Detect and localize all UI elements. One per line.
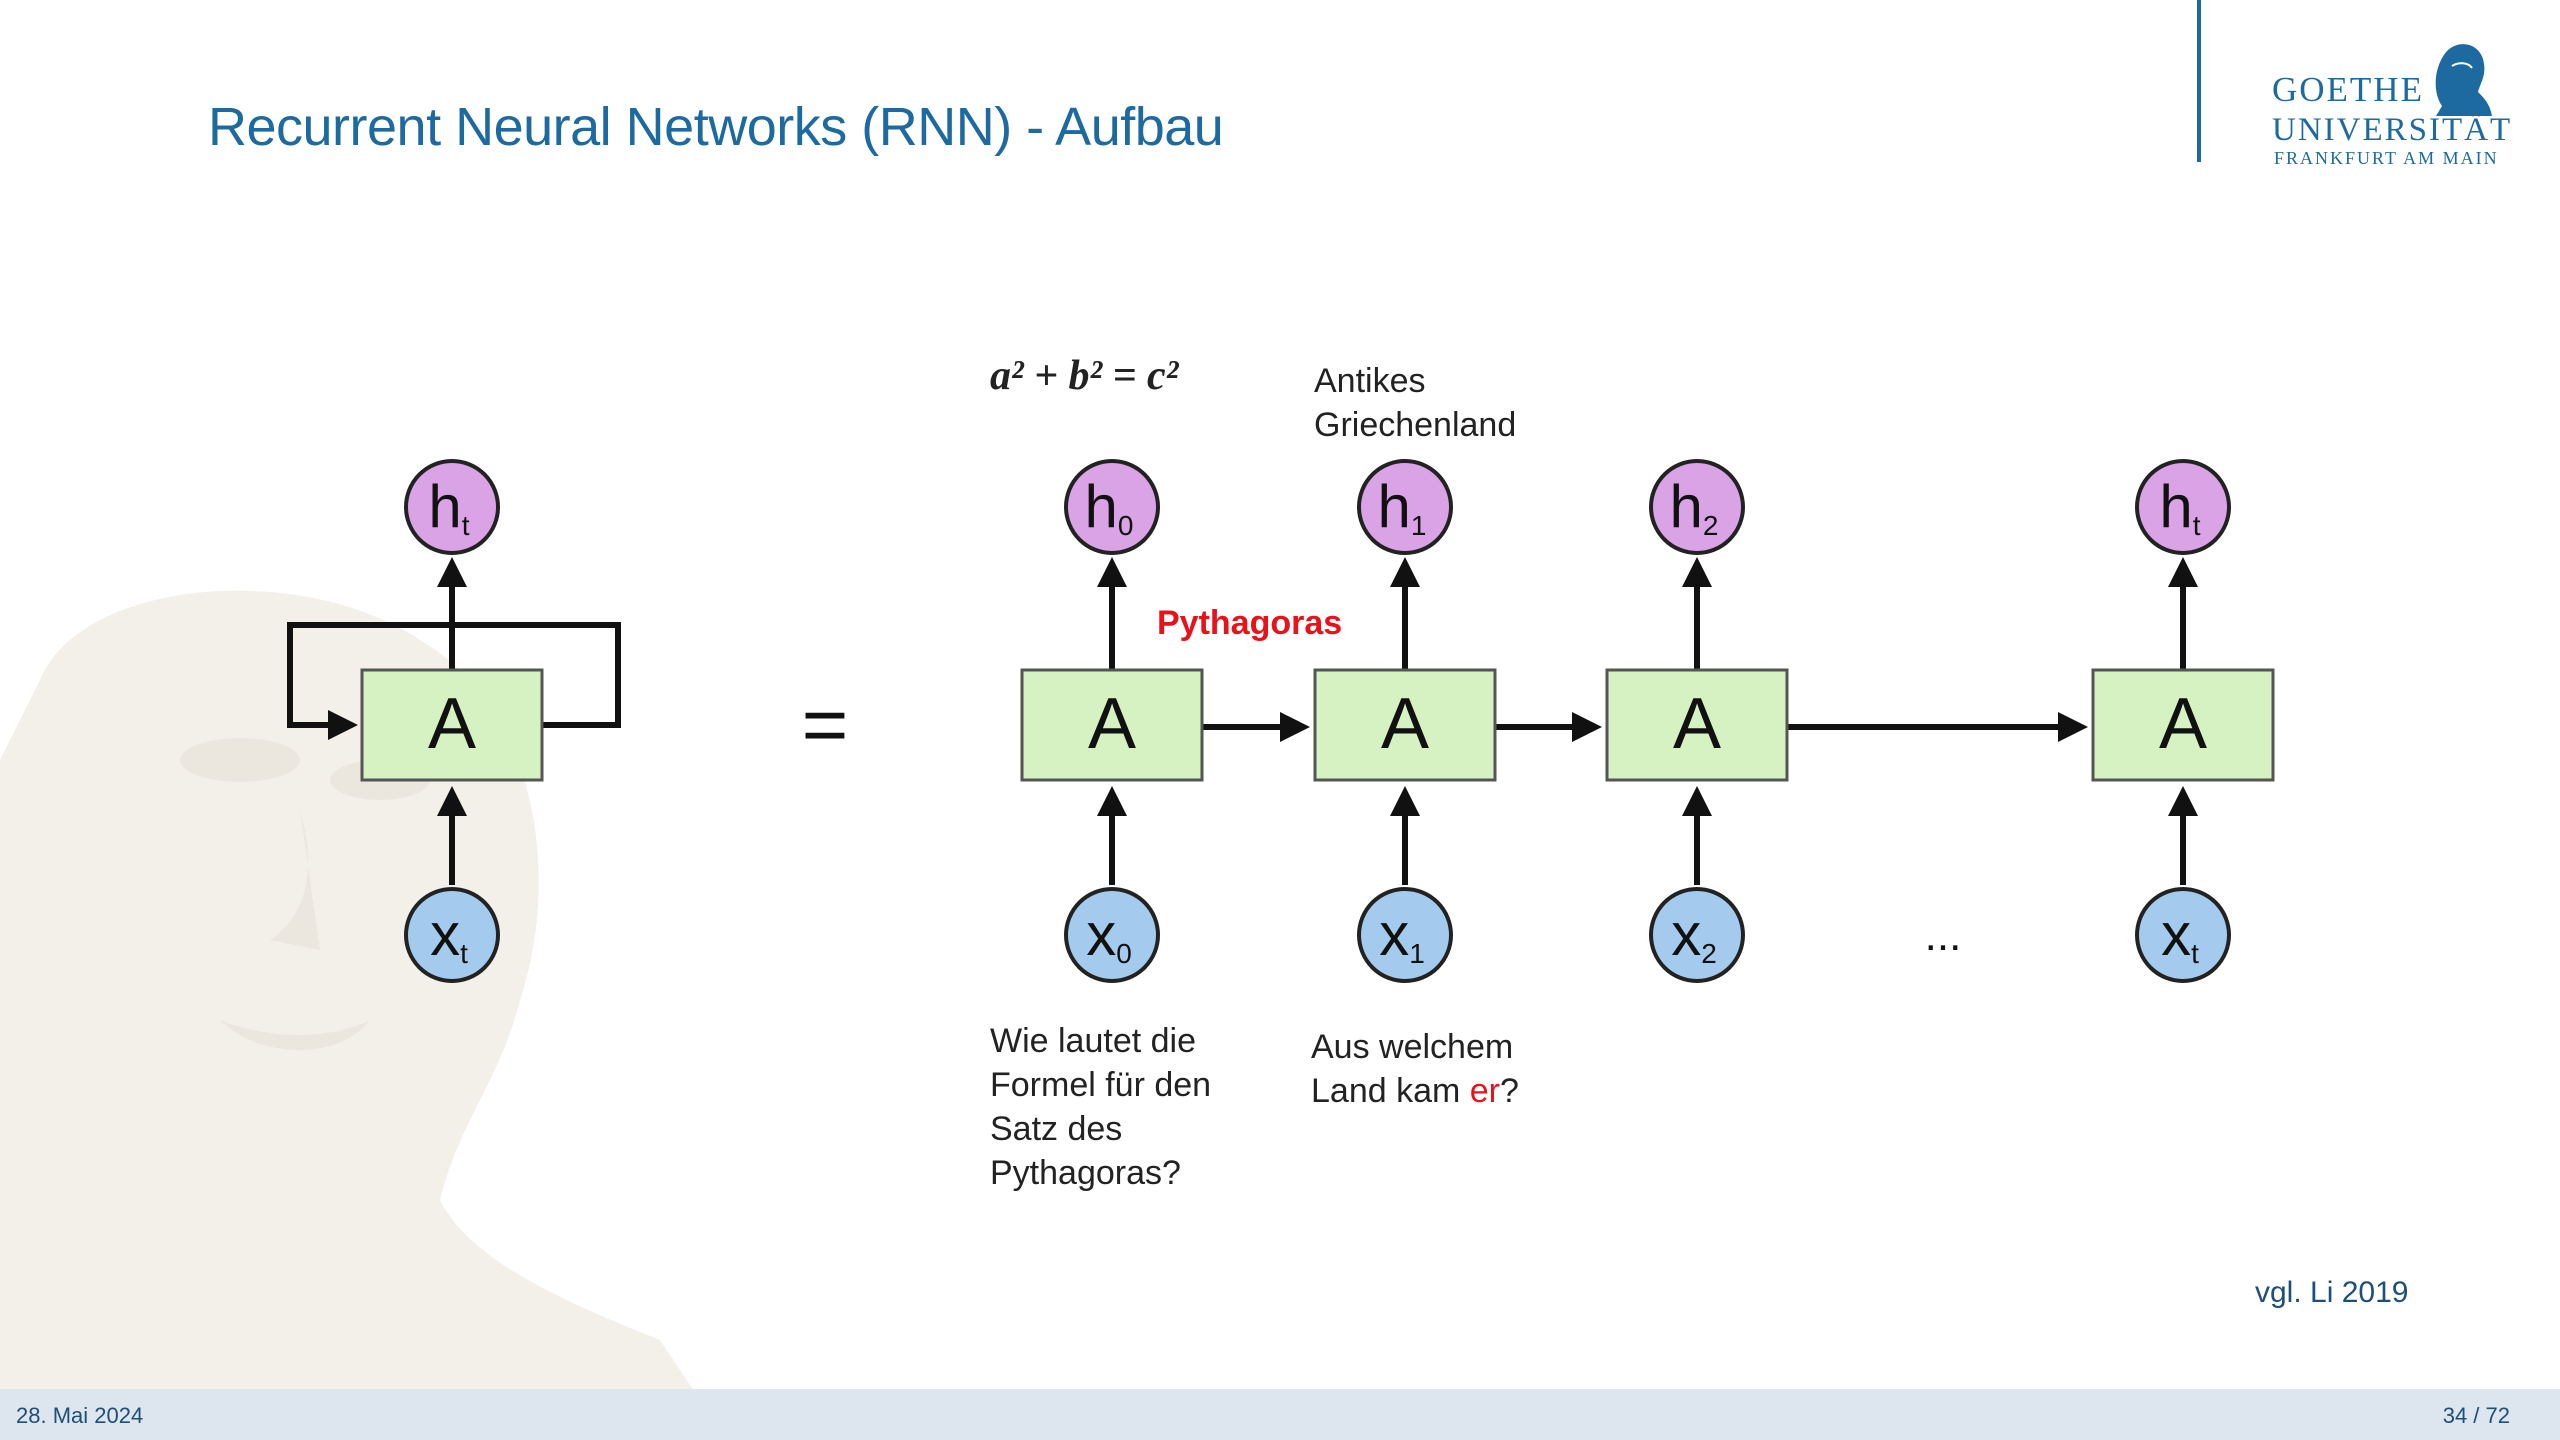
question-1-line-1: Wie lautet die — [990, 1022, 1196, 1060]
question-1-line-3: Satz des — [990, 1110, 1123, 1148]
question-2-mark: ? — [1500, 1072, 1519, 1110]
input-label: xt — [2161, 901, 2199, 969]
logo-text-universitaet: UNIVERSITÄT — [2272, 112, 2513, 148]
pythagoras-formula: a² + b² = c² — [990, 353, 1179, 399]
question-1-line-4: Pythagoras? — [990, 1154, 1181, 1192]
question-2-highlight: er — [1469, 1072, 1500, 1110]
hidden-state-node — [1649, 459, 1745, 555]
rnn-cell-label: A — [1673, 684, 1721, 764]
input-label: xt — [430, 901, 468, 969]
hidden-state-node — [1357, 459, 1453, 555]
input-label: x0 — [1086, 901, 1132, 969]
question-2-text: Land kam — [1311, 1072, 1470, 1110]
rnn-cell — [2091, 668, 2275, 782]
output-label-antikes: Antikes — [1314, 362, 1426, 400]
rolled-rnn: A ht xt — [287, 459, 621, 983]
goethe-portrait-icon — [2435, 44, 2492, 116]
unrolled-step-2: A h2 x2 — [1605, 459, 1789, 983]
hidden-label-pythagoras: Pythagoras — [1157, 604, 1343, 642]
recurrent-loop-arrow — [287, 622, 621, 740]
question-2-line-2: Land kam er? — [1311, 1068, 1519, 1114]
unrolled-step-t: A ht xt — [2091, 459, 2275, 983]
footer-date: 28. Mai 2024 — [16, 1403, 144, 1428]
unrolled-step-0: A h0 x0 — [1020, 459, 1204, 983]
equals-sign: = — [802, 680, 849, 769]
ellipsis: ... — [1925, 911, 1962, 960]
rnn-cell — [360, 668, 544, 782]
question-1-line-2: Formel für den — [990, 1066, 1212, 1104]
input-label: x2 — [1671, 901, 1717, 969]
hidden-state-label: h2 — [1670, 473, 1719, 541]
rnn-cell-label: A — [2159, 684, 2207, 764]
question-2-line-1: Aus welchem — [1311, 1028, 1514, 1066]
unrolled-step-1: A h1 x1 — [1313, 459, 1497, 983]
hidden-state-node — [1064, 459, 1160, 555]
input-node — [1064, 887, 1160, 983]
slide-title: Recurrent Neural Networks (RNN) - Aufbau — [208, 97, 1224, 157]
reference: vgl. Li 2019 — [2255, 1276, 2409, 1309]
university-logo: GOETHE UNIVERSITÄT FRANKFURT AM MAIN — [2262, 36, 2510, 176]
hidden-state-label: h0 — [1085, 473, 1134, 541]
header-divider — [2197, 0, 2201, 162]
hidden-state-label: ht — [428, 473, 469, 541]
rnn-cell — [1605, 668, 1789, 782]
input-node — [2135, 887, 2231, 983]
logo-text-frankfurt: FRANKFURT AM MAIN — [2274, 148, 2499, 168]
logo-text-goethe: GOETHE — [2272, 70, 2424, 109]
rnn-cell — [1020, 668, 1204, 782]
input-node — [1357, 887, 1453, 983]
hidden-state-label: h1 — [1378, 473, 1427, 541]
input-label: x1 — [1379, 901, 1425, 969]
input-node — [404, 887, 500, 983]
page-number: 34 / 72 — [2442, 1403, 2510, 1428]
footer-bar: 28. Mai 2024 34 / 72 — [0, 1389, 2560, 1440]
rnn-cell — [1313, 668, 1497, 782]
rnn-cell-label: A — [1088, 684, 1136, 764]
watermark-portrait — [0, 590, 700, 1400]
hidden-state-label: ht — [2159, 473, 2200, 541]
hidden-state-node — [2135, 459, 2231, 555]
input-node — [1649, 887, 1745, 983]
hidden-state-node — [404, 459, 500, 555]
output-label-griechenland: Griechenland — [1314, 406, 1517, 444]
rnn-cell-label: A — [428, 684, 476, 764]
rnn-cell-label: A — [1381, 684, 1429, 764]
